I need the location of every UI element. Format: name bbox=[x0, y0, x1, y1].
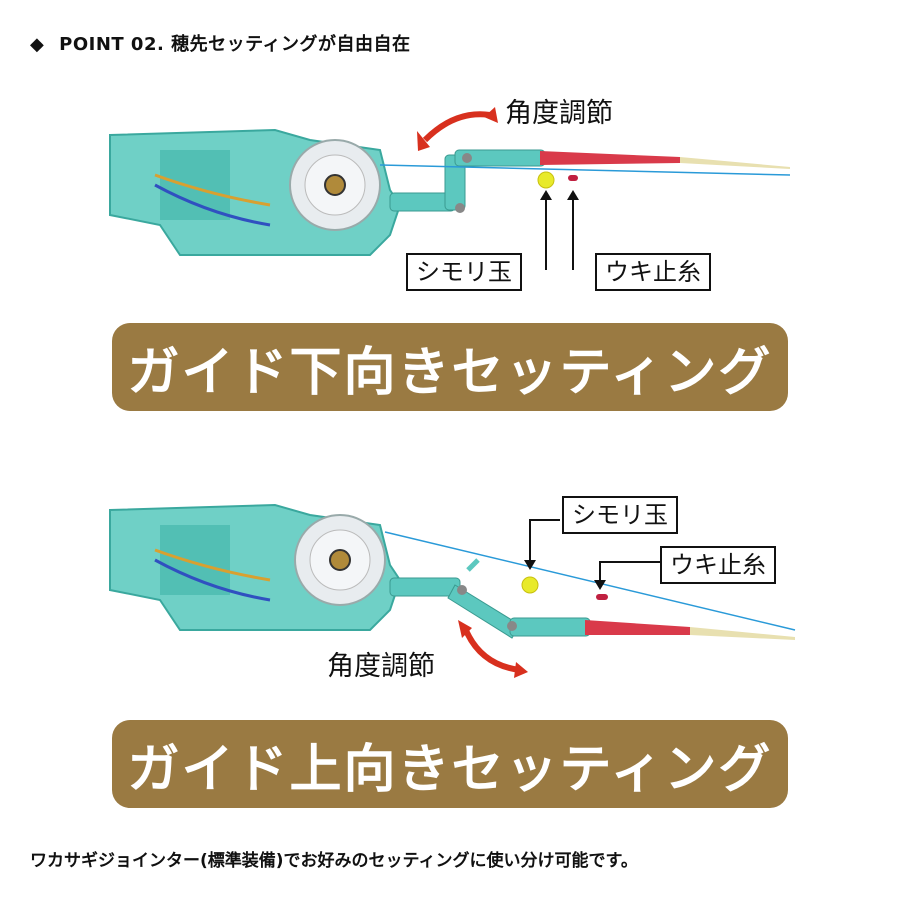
float-stopper bbox=[568, 175, 578, 181]
figure-guide-up: 角度調節 シモリ玉 ウキ止糸 bbox=[100, 490, 820, 700]
rod-tip bbox=[585, 620, 690, 635]
curved-arrow-icon bbox=[422, 111, 491, 143]
reel-internals bbox=[160, 150, 230, 220]
heading-text: POINT 02. 穂先セッティングが自由自在 bbox=[59, 34, 411, 55]
sinker-bead bbox=[521, 576, 539, 594]
callout-stopper: ウキ止糸 bbox=[660, 546, 776, 584]
fishing-line bbox=[379, 164, 791, 176]
angle-adjust-label: 角度調節 bbox=[327, 651, 435, 682]
fishing-line bbox=[384, 531, 796, 631]
joint-arm bbox=[389, 577, 461, 597]
callout-stopper: ウキ止糸 bbox=[595, 253, 711, 291]
page-heading: ◆ POINT 02. 穂先セッティングが自由自在 bbox=[30, 30, 411, 56]
float-stopper bbox=[596, 594, 608, 600]
banner-guide-down: ガイド下向きセッティング bbox=[112, 323, 788, 411]
callout-sinker: シモリ玉 bbox=[562, 496, 678, 534]
sinker-bead bbox=[537, 171, 555, 189]
diamond-marker-icon: ◆ bbox=[30, 34, 45, 55]
banner-guide-up: ガイド上向きセッティング bbox=[112, 720, 788, 808]
reel-illustration-down bbox=[109, 107, 791, 270]
angle-adjust-label: 角度調節 bbox=[505, 98, 613, 129]
figure-guide-down: 角度調節 シモリ玉 ウキ止糸 bbox=[100, 95, 820, 291]
spool-hub bbox=[324, 174, 346, 196]
rod-tip bbox=[540, 151, 680, 165]
callout-sinker: シモリ玉 bbox=[406, 253, 522, 291]
reel-illustration-up bbox=[109, 503, 796, 678]
caption: ワカサギジョインター(標準装備)でお好みのセッティングに使い分け可能です。 bbox=[30, 851, 638, 871]
curved-arrow-icon bbox=[462, 626, 521, 673]
